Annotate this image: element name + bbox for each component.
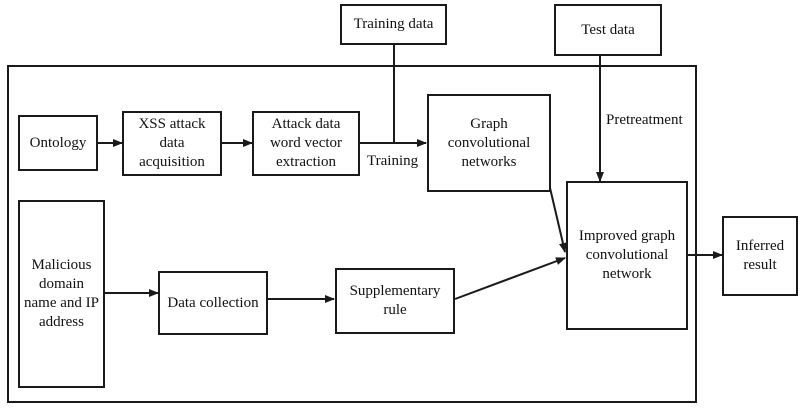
ontology-label: Ontology (29, 134, 87, 151)
edge-rule-to-improved (454, 257, 566, 300)
outer-frame (7, 65, 697, 403)
ontology-box: Ontology (18, 115, 98, 171)
training-data-label: Training data (353, 16, 434, 32)
malicious-domain-label: Malicious domain name and IP address (24, 257, 99, 330)
pretreatment-edge-label: Pretreatment (606, 112, 683, 128)
inferred-result-box: Inferred result (722, 216, 798, 296)
inferred-result-label: Inferred result (735, 238, 785, 273)
test-data-box: Test data (554, 4, 662, 56)
improved-gcn-box: Improved graph convolutional network (566, 181, 688, 330)
malicious-domain-box: Malicious domain name and IP address (18, 200, 105, 388)
word-vector-label: Attack data word vector extraction (269, 116, 343, 170)
data-collection-box: Data collection (158, 271, 268, 335)
word-vector-box: Attack data word vector extraction (252, 111, 360, 176)
training-data-box: Training data (340, 4, 447, 45)
xss-acquisition-box: XSS attack data acquisition (122, 111, 222, 176)
data-collection-label: Data collection (167, 294, 259, 311)
xss-acquisition-label: XSS attack data acquisition (138, 116, 206, 170)
training-edge-label: Training (367, 153, 419, 169)
improved-gcn-label: Improved graph convolutional network (578, 228, 676, 282)
gcn-label: Graph convolutional networks (447, 115, 531, 170)
supplementary-rule-box: Supplementary rule (335, 268, 455, 334)
test-data-label: Test data (581, 21, 635, 38)
gcn-box: Graph convolutional networks (427, 94, 551, 192)
supplementary-rule-label: Supplementary rule (349, 283, 441, 318)
